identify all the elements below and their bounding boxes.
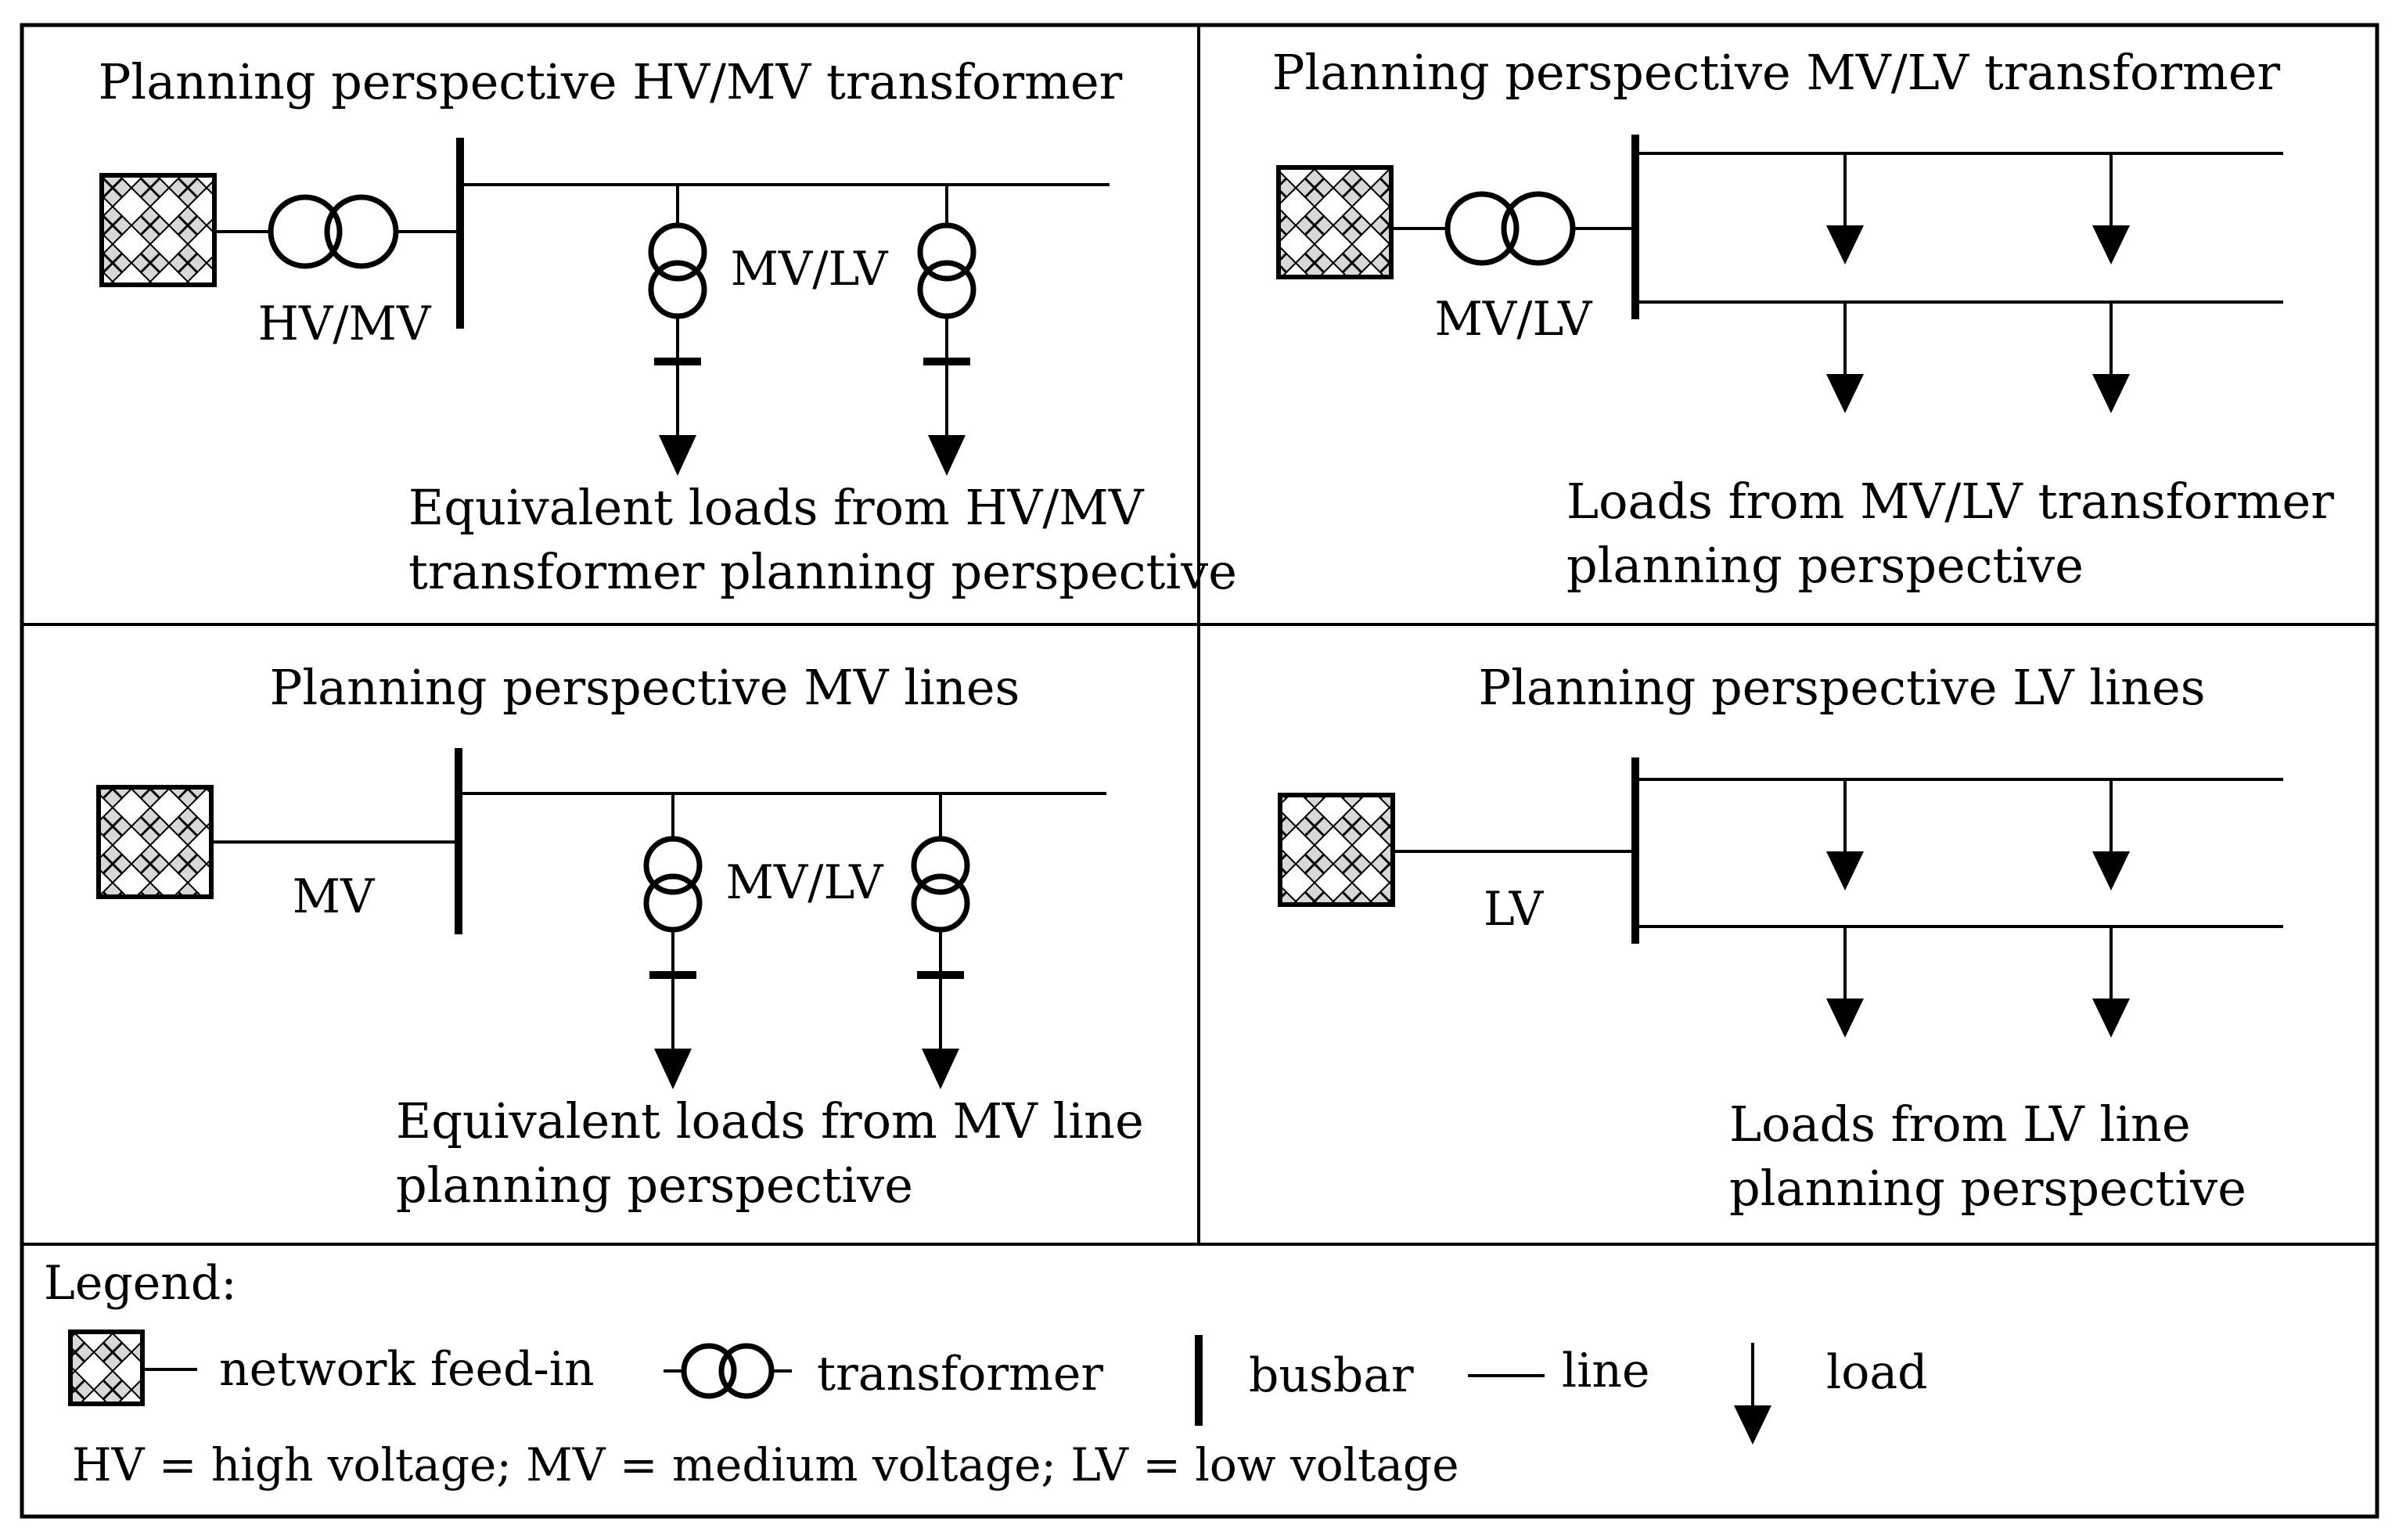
legend-transformer: transformer [817,1347,1103,1401]
legend-busbar: busbar [1249,1348,1414,1403]
load-icon [1826,851,1864,891]
load-icon [2092,998,2130,1038]
panel-mv-lines: Planning perspective MV lines MV [96,659,1144,1214]
transformer-icon [643,836,703,933]
transformer-icon [648,222,707,319]
feed-label: HV/MV [258,297,432,351]
branch-label: MV/LV [730,242,889,297]
panel-title: Planning perspective LV lines [1478,659,2205,716]
network-feed-in-icon [1276,165,1394,279]
panel-caption: transformer planning perspective [408,543,1237,600]
load-icon [922,1049,959,1089]
panel-caption: planning perspective [1729,1160,2246,1217]
load-icon [2092,374,2130,413]
load-branch [648,185,707,476]
panel-title: Planning perspective HV/MV transformer [99,53,1123,110]
load-icon [659,435,696,476]
panel-mv-lv-transformer: Planning perspective MV/LV transformer M… [1272,44,2334,594]
load-branch [643,793,703,1089]
load-icon [2092,851,2130,891]
panel-hv-mv-transformer: Planning perspective HV/MV transformer H… [99,53,1237,600]
legend: Legend: network feed-in transformer busb… [44,1256,1928,1491]
load-icon [928,435,966,476]
load-icon [1734,1405,1771,1445]
panel-title: Planning perspective MV/LV transformer [1272,44,2281,101]
load-icon [1826,374,1864,413]
transformer-icon [268,194,399,269]
legend-load: load [1826,1345,1928,1400]
transformer-icon [917,222,977,319]
network-feed-in-icon [99,173,217,287]
legend-network-feed-in: network feed-in [219,1342,595,1397]
panel-caption: Loads from MV/LV transformer [1566,473,2334,530]
load-branch [911,793,970,1089]
load-group [1826,153,2130,413]
network-feed-in-icon [1278,793,1395,907]
transformer-icon [681,1343,775,1399]
feed-label: MV/LV [1434,292,1593,347]
panel-title: Planning perspective MV lines [270,659,1020,716]
transformer-icon [911,836,970,933]
branch-label: MV/LV [725,855,884,910]
load-icon [1826,225,1864,264]
network-feed-in-icon [96,785,214,899]
panel-caption: Loads from LV line [1729,1096,2191,1153]
panel-caption: planning perspective [1566,537,2084,594]
feed-label: MV [293,869,376,924]
load-branch [917,185,977,476]
feed-label: LV [1484,882,1545,937]
load-group [1826,779,2130,1038]
load-icon [654,1049,692,1089]
panel-caption: Equivalent loads from HV/MV [408,479,1145,536]
load-icon [2092,225,2130,264]
panel-lv-lines: Planning perspective LV lines LV Loads f… [1278,659,2283,1217]
panel-caption: planning perspective [396,1157,913,1214]
legend-abbreviations: HV = high voltage; MV = medium voltage; … [72,1438,1459,1491]
figure-frame [20,23,2379,1519]
load-icon [1826,998,1864,1038]
network-feed-in-icon [68,1330,145,1406]
legend-line: line [1562,1344,1650,1398]
legend-heading: Legend: [44,1256,237,1311]
transformer-icon [1444,191,1576,266]
panel-caption: Equivalent loads from MV line [396,1092,1144,1150]
